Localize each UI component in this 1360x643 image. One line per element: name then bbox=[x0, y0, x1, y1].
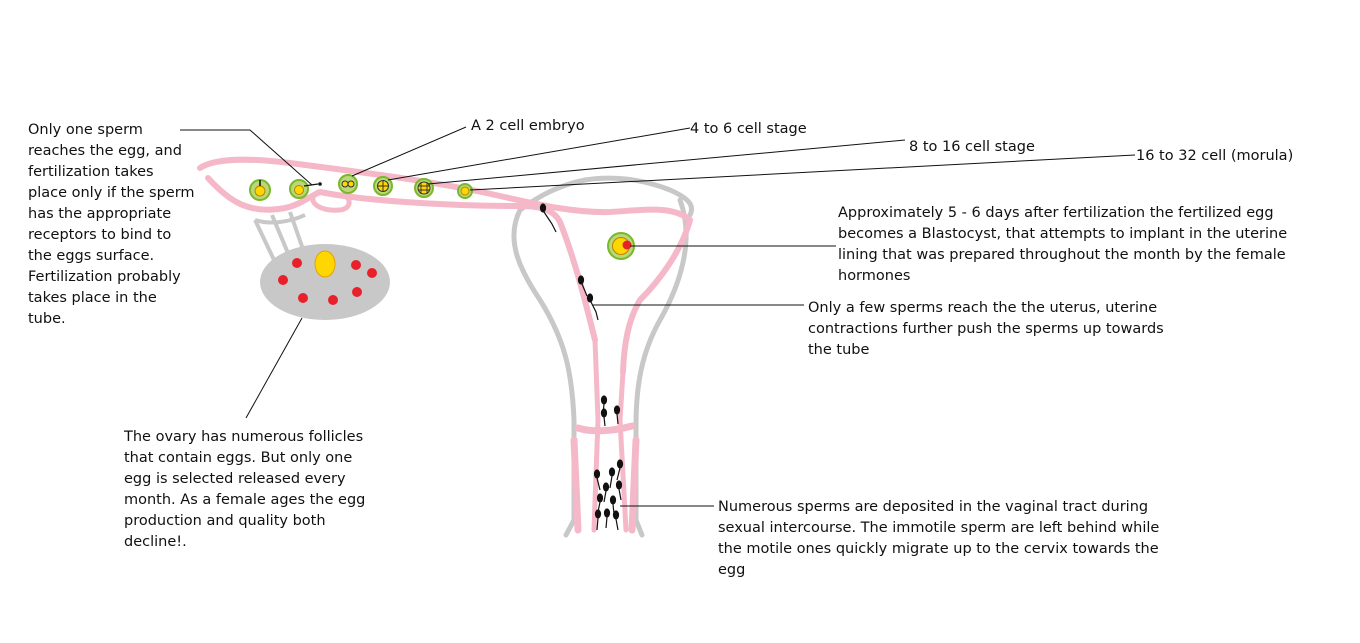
annotation-fertilization: Only one sperm reaches the egg, and fert… bbox=[28, 122, 195, 327]
annotation-eight-to-sixteen: 8 to 16 cell stage bbox=[909, 139, 1035, 155]
leader-fertilization bbox=[180, 129, 313, 186]
sperm-group bbox=[539, 203, 624, 531]
follicle bbox=[351, 260, 361, 270]
annotation-vaginal-tract: Numerous sperms are deposited in the vag… bbox=[718, 499, 1160, 578]
follicle bbox=[328, 295, 338, 305]
leader-ovary bbox=[245, 317, 303, 419]
annotation-morula: 16 to 32 cell (morula) bbox=[1136, 148, 1294, 164]
leader-two-cell bbox=[351, 126, 467, 177]
annotation-blastocyst: Approximately 5 - 6 days after fertiliza… bbox=[838, 205, 1288, 284]
leader-morula bbox=[469, 154, 1136, 191]
follicle bbox=[298, 293, 308, 303]
annotation-ovary: The ovary has numerous follicles that co… bbox=[124, 429, 366, 550]
leader-eight-to-sixteen bbox=[427, 139, 906, 185]
leader-four-to-six bbox=[387, 127, 691, 181]
uterus-outline bbox=[511, 175, 695, 538]
follicle bbox=[367, 268, 377, 278]
follicle bbox=[292, 258, 302, 268]
annotation-four-to-six: 4 to 6 cell stage bbox=[690, 121, 807, 137]
leader-lines bbox=[180, 126, 1136, 507]
ovary bbox=[260, 244, 390, 320]
mature-egg bbox=[314, 250, 336, 278]
embryo-stages bbox=[249, 174, 635, 260]
annotation-two-cell: A 2 cell embryo bbox=[471, 118, 585, 134]
annotation-uterus-sperm: Only a few sperms reach the the uterus, … bbox=[808, 300, 1164, 358]
uterine-lining bbox=[197, 156, 693, 534]
follicle bbox=[278, 275, 288, 285]
follicle bbox=[352, 287, 362, 297]
